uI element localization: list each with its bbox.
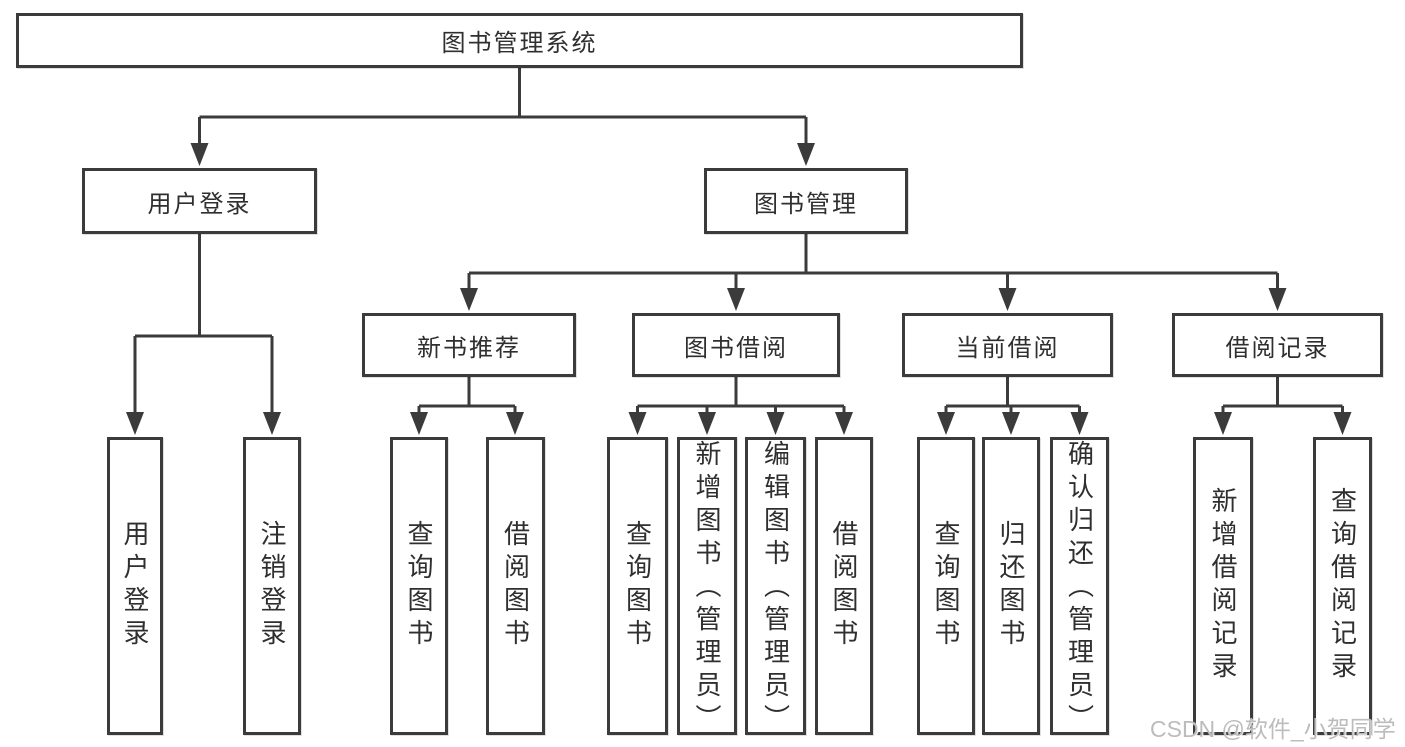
leaf-logout-label: 注销登录: [257, 520, 287, 652]
node-book-management-label: 图书管理: [754, 190, 858, 218]
arrowhead: [727, 288, 745, 311]
arrowhead: [506, 412, 524, 435]
leaf-query-books-2: 查询图书: [607, 437, 668, 735]
arrowhead: [628, 412, 647, 435]
node-borrowing-records: 借阅记录: [1172, 313, 1383, 377]
leaf-edit-book-admin-label: 编辑图书（管理员）: [760, 440, 791, 737]
leaf-query-books-3-label: 查询图书: [931, 520, 961, 652]
leaf-user-login: 用户登录: [107, 437, 163, 735]
node-user-login: 用户登录: [82, 168, 317, 234]
arrowhead: [797, 143, 815, 166]
leaf-add-borrow-record-label: 新增借阅记录: [1208, 487, 1238, 685]
node-current-borrowing-label: 当前借阅: [955, 334, 1060, 362]
arrowhead: [937, 412, 955, 435]
node-library-management-system-label: 图书管理系统: [441, 30, 598, 57]
arrowhead: [263, 412, 281, 435]
leaf-query-books-1: 查询图书: [390, 437, 448, 735]
node-book-borrowing-label: 图书借阅: [684, 334, 788, 362]
arrowhead: [460, 288, 478, 311]
arrowhead: [410, 412, 428, 435]
node-user-login-label: 用户登录: [147, 190, 252, 218]
leaf-return-books: 归还图书: [982, 437, 1040, 735]
leaf-borrow-books-2-label: 借阅图书: [829, 520, 859, 652]
node-borrowing-records-label: 借阅记录: [1225, 334, 1330, 362]
arrowhead: [1333, 412, 1352, 435]
connector-book-borrow-branch: [636, 377, 846, 414]
node-book-borrowing: 图书借阅: [632, 313, 840, 377]
arrowhead: [1002, 412, 1020, 435]
leaf-query-borrow-record: 查询借阅记录: [1313, 437, 1372, 735]
leaf-query-books-2-label: 查询图书: [622, 520, 653, 652]
arrowhead: [126, 412, 144, 435]
leaf-add-book-admin: 新增图书（管理员）: [677, 437, 737, 737]
arrowhead: [766, 412, 785, 435]
leaf-return-books-label: 归还图书: [996, 520, 1026, 652]
leaf-query-books-1-label: 查询图书: [404, 520, 434, 652]
arrowhead: [1070, 412, 1089, 435]
node-book-management: 图书管理: [704, 168, 908, 234]
leaf-confirm-return-admin: 确认归还（管理员）: [1050, 437, 1109, 737]
connector-new-book-branch: [417, 377, 517, 414]
leaf-borrow-books-2: 借阅图书: [815, 437, 873, 735]
connector-borrow-record-branch: [1221, 377, 1344, 414]
leaf-edit-book-admin: 编辑图书（管理员）: [745, 437, 806, 737]
leaf-add-book-admin-label: 新增图书（管理员）: [692, 440, 722, 737]
leaf-borrow-books-1: 借阅图书: [486, 437, 545, 735]
csdn-watermark: CSDN @软件_小贺同学: [1150, 716, 1396, 742]
leaf-borrow-books-1-label: 借阅图书: [500, 520, 531, 652]
connector-current-borrow-branch: [944, 377, 1081, 414]
node-new-book-recommendation: 新书推荐: [362, 313, 576, 377]
node-library-management-system: 图书管理系统: [16, 13, 1023, 68]
arrowhead: [1268, 288, 1287, 311]
leaf-logout: 注销登录: [243, 437, 301, 735]
leaf-query-books-3: 查询图书: [917, 437, 975, 735]
leaf-add-borrow-record: 新增借阅记录: [1193, 437, 1253, 735]
leaf-user-login-label: 用户登录: [120, 520, 150, 652]
connector-user-login-branch: [133, 234, 274, 414]
arrowhead: [190, 143, 209, 166]
connector-root-branch: [198, 68, 808, 146]
leaf-query-borrow-record-label: 查询借阅记录: [1327, 487, 1358, 685]
node-current-borrowing: 当前借阅: [902, 313, 1113, 377]
arrowhead: [835, 412, 853, 435]
node-new-book-recommendation-label: 新书推荐: [417, 334, 521, 362]
arrowhead: [698, 412, 716, 435]
leaf-confirm-return-admin-label: 确认归还（管理员）: [1064, 440, 1095, 737]
arrowhead: [998, 288, 1017, 311]
connector-book-mgmt-branch: [467, 234, 1279, 290]
arrowhead: [1214, 412, 1232, 435]
